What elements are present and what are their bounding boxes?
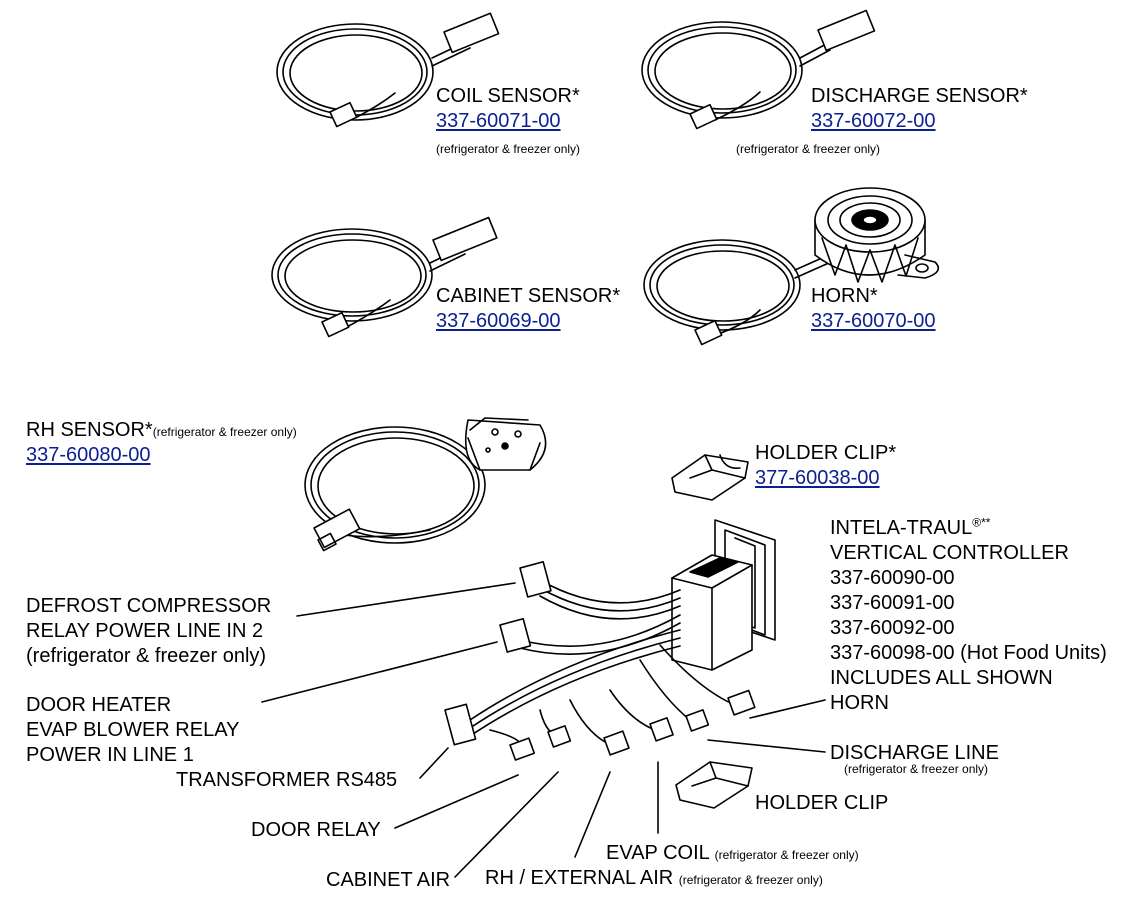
holder-clip-illustration — [671, 454, 749, 501]
controller-line: 337-60092-00 — [830, 617, 955, 639]
coil-sensor-note: (refrigerator & freezer only) — [436, 142, 581, 156]
controller-line: 337-60091-00 — [830, 592, 955, 614]
holder-clip-part-link[interactable]: 377-60038-00 — [755, 467, 880, 489]
rh-sensor-illustration — [304, 417, 547, 552]
horn-illustration — [643, 187, 940, 346]
controller-name: INTELA-TRAUL®** — [830, 516, 990, 541]
controller-line: VERTICAL CONTROLLER — [830, 542, 1069, 564]
rh-external-callout: RH / EXTERNAL AIR (refrigerator & freeze… — [485, 866, 823, 893]
coil-sensor-part-link[interactable]: 337-60071-00 — [436, 110, 561, 132]
holder-clip-bottom-illustration — [675, 761, 753, 809]
controller-illustration — [671, 519, 776, 671]
discharge-sensor-note: (refrigerator & freezer only) — [736, 142, 881, 156]
horn-callout: HORN — [830, 692, 889, 714]
holder-clip-label: HOLDER CLIP* — [755, 442, 897, 464]
discharge-sensor-label: DISCHARGE SENSOR* — [811, 85, 1028, 107]
defrost-callout: RELAY POWER LINE IN 2 — [26, 620, 264, 642]
controller-title: INTELA-TRAUL — [830, 517, 973, 539]
controller-mark: ®** — [972, 515, 991, 530]
transformer-callout: TRANSFORMER RS485 — [176, 769, 398, 791]
leader-lines — [261, 582, 826, 878]
controller-line: INCLUDES ALL SHOWN — [830, 667, 1053, 689]
door-heater-callout: EVAP BLOWER RELAY — [26, 719, 240, 741]
evap-coil-callout: EVAP COIL (refrigerator & freezer only) — [606, 841, 859, 868]
discharge-line-note: (refrigerator & freezer only) — [844, 762, 989, 776]
coil-sensor-label: COIL SENSOR* — [436, 85, 580, 107]
door-heater-callout: POWER IN LINE 1 — [26, 744, 194, 766]
cabinet-sensor-illustration — [271, 216, 498, 338]
discharge-sensor-illustration — [641, 9, 876, 130]
evap-coil-label: EVAP COIL — [606, 842, 710, 864]
controller-line: 337-60090-00 — [830, 567, 955, 589]
rh-sensor-note: (refrigerator & freezer only) — [152, 425, 297, 439]
discharge-sensor-part-link[interactable]: 337-60072-00 — [811, 110, 936, 132]
defrost-callout: DEFROST COMPRESSOR — [26, 595, 272, 617]
door-heater-callout: DOOR HEATER — [26, 694, 172, 716]
evap-coil-note: (refrigerator & freezer only) — [714, 848, 859, 862]
rh-sensor-label: RH SENSOR*(refrigerator & freezer only) — [26, 418, 297, 445]
holder-clip-callout: HOLDER CLIP — [755, 792, 889, 814]
rh-sensor-name: RH SENSOR* — [26, 419, 153, 441]
defrost-callout-note: (refrigerator & freezer only) — [26, 645, 267, 667]
cabinet-air-callout: CABINET AIR — [326, 869, 451, 891]
horn-label: HORN* — [811, 285, 878, 307]
wire-harness-illustration — [444, 560, 756, 761]
coil-sensor-illustration — [276, 12, 500, 128]
horn-part-link[interactable]: 337-60070-00 — [811, 310, 936, 332]
cabinet-sensor-part-link[interactable]: 337-60069-00 — [436, 310, 561, 332]
cabinet-sensor-label: CABINET SENSOR* — [436, 285, 621, 307]
rh-external-label: RH / EXTERNAL AIR — [485, 867, 674, 889]
rh-external-note: (refrigerator & freezer only) — [678, 873, 823, 887]
door-relay-callout: DOOR RELAY — [251, 819, 381, 841]
controller-line: 337-60098-00 (Hot Food Units) — [830, 642, 1107, 664]
rh-sensor-part-link[interactable]: 337-60080-00 — [26, 444, 151, 466]
discharge-line-callout: DISCHARGE LINE — [830, 742, 999, 764]
